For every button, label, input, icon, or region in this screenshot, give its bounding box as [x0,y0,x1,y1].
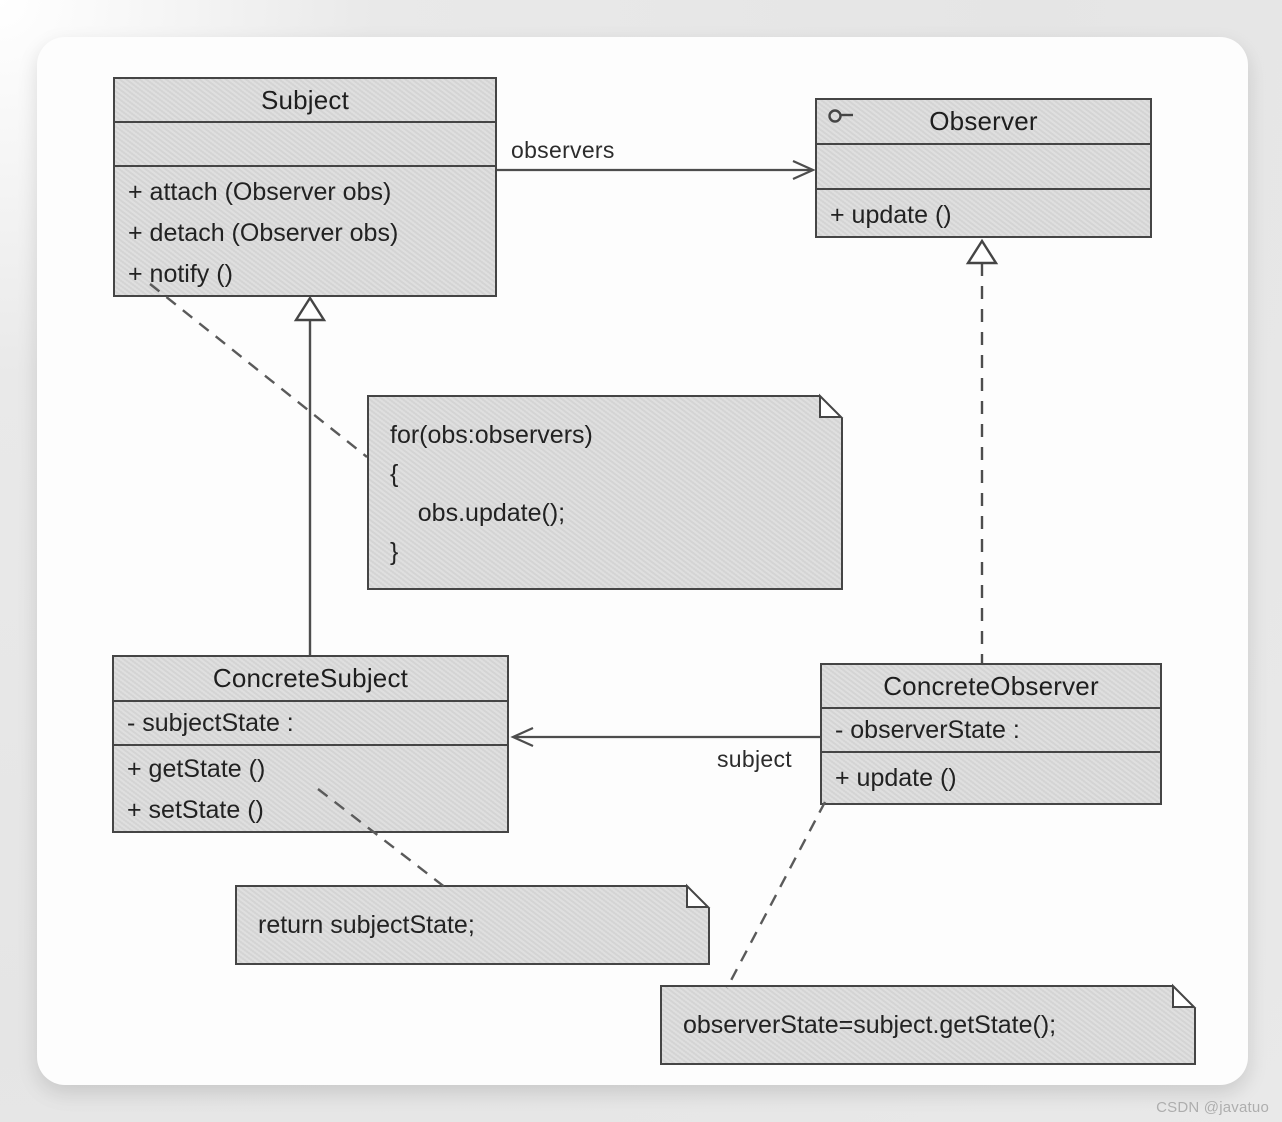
class-attributes-concrete-observer: - observerState : [822,707,1160,751]
method-detach: + detach (Observer obs) [128,219,399,247]
class-box-concrete-subject: ConcreteSubject - subjectState : + getSt… [112,655,509,833]
note-notify-text: for(obs:observers) { obs.update(); } [367,395,866,611]
note-get-state-implementation [235,885,710,965]
note-line: } [390,538,399,566]
class-methods-subject: + attach (Observer obs) + detach (Observ… [115,165,495,295]
note-notify-implementation [367,395,843,590]
class-methods-concrete-observer: + update () [822,751,1160,803]
method-get-state: + getState () [127,755,266,783]
class-methods-concrete-subject: + getState () + setState () [114,744,507,831]
method-update: + update () [835,764,957,792]
class-attributes-observer [817,143,1150,188]
attribute-observer-state: - observerState : [835,716,1020,744]
class-box-subject: Subject + attach (Observer obs) + detach… [113,77,497,297]
note-update-implementation [660,985,1196,1065]
edge-label-observers: observers [511,137,615,163]
note-line: return subjectState; [258,910,475,939]
class-attributes-concrete-subject: - subjectState : [114,700,507,744]
note-line: { [390,460,399,488]
class-title-observer-label: Observer [929,106,1038,136]
note-get-state-text: return subjectState; [235,885,733,965]
attribute-subject-state: - subjectState : [127,709,294,738]
class-box-concrete-observer: ConcreteObserver - observerState : + upd… [820,663,1162,805]
method-set-state: + setState () [127,796,264,824]
method-notify: + notify () [128,260,233,288]
key-icon [828,109,853,123]
method-attach: + attach (Observer obs) [128,178,392,206]
class-attributes-subject [115,121,495,165]
method-update: + update () [830,201,952,229]
note-update-text: observerState=subject.getState(); [660,985,1219,1065]
class-title-concrete-subject: ConcreteSubject [212,663,409,694]
class-title-observer: Observer [817,100,1150,143]
class-title-concrete-observer: ConcreteObserver [883,670,1099,701]
edge-label-subject: subject [717,746,792,772]
class-box-observer: Observer + update () [815,98,1152,238]
watermark: CSDN @javatuo [1156,1099,1269,1116]
class-title-subject: Subject [260,84,350,115]
note-line: observerState=subject.getState(); [683,1010,1057,1039]
note-line: obs.update(); [390,499,566,527]
note-line: for(obs:observers) [390,421,593,449]
class-methods-observer: + update () [817,188,1150,236]
